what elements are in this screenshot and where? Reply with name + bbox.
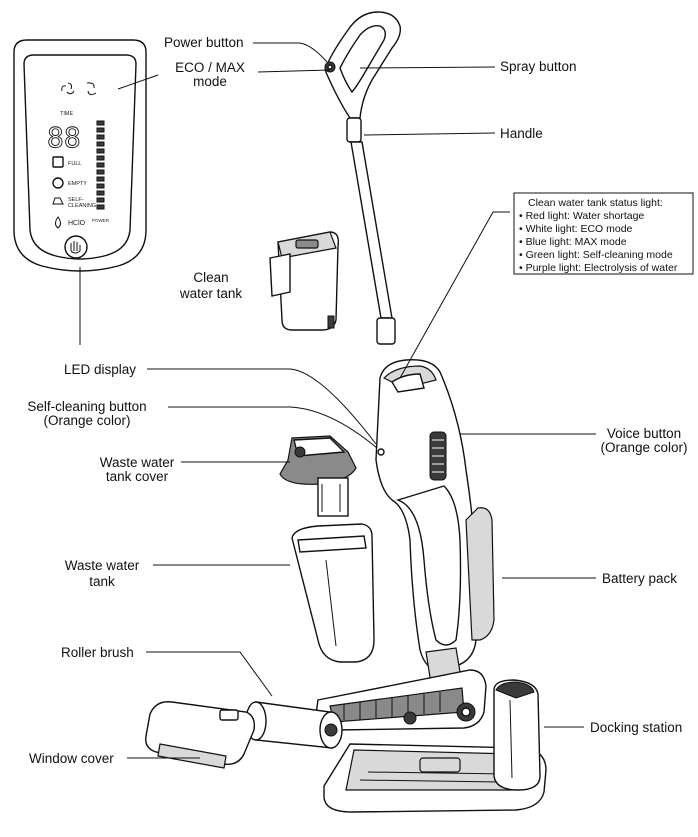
time-label: TIME <box>60 111 73 117</box>
clean-water-tank-part <box>269 231 340 331</box>
power-level-bars <box>96 120 105 210</box>
main-body-part <box>375 359 495 671</box>
waste-tank-part <box>291 523 375 663</box>
label-roller-brush: Roller brush <box>61 645 134 660</box>
label-voice-2: (Orange color) <box>600 440 687 455</box>
status-item-purple: • Purple light: Electrolysis of water <box>519 262 678 274</box>
label-clean-tank-2: water tank <box>179 286 243 301</box>
status-light-box: Clean water tank status light: • Red lig… <box>513 192 694 275</box>
label-waste-tank-1: Waste water <box>65 558 140 573</box>
status-box-title: Clean water tank status light: <box>528 197 663 209</box>
label-waste-cover-2: tank cover <box>106 469 169 484</box>
hand-icon <box>70 241 81 254</box>
label-voice-1: Voice button <box>607 426 681 441</box>
status-item-blue: • Blue light: MAX mode <box>519 236 627 248</box>
window-cover-part <box>145 701 256 769</box>
label-power-button: Power button <box>164 35 244 50</box>
label-waste-tank-2: tank <box>89 574 115 589</box>
water-drop-icon <box>55 216 61 229</box>
self-cleaning-button[interactable] <box>377 448 385 456</box>
waste-tank-cover-part <box>279 435 357 517</box>
hclo-label: HClO <box>68 220 86 227</box>
label-eco-max-2: mode <box>193 74 227 89</box>
label-window-cover: Window cover <box>29 751 114 766</box>
self-cleaning-icon <box>52 197 64 205</box>
label-handle: Handle <box>500 126 543 141</box>
empty-icon <box>52 177 64 189</box>
label-self-clean-1: Self-cleaning button <box>27 399 146 414</box>
label-battery-pack: Battery pack <box>602 571 677 586</box>
empty-label: EMPTY <box>68 181 87 187</box>
floor-head-part <box>315 647 487 731</box>
full-label: FULL <box>68 161 81 167</box>
handle-part <box>324 11 402 345</box>
fan-eco-icon <box>61 82 75 95</box>
label-clean-tank-1: Clean <box>193 270 228 285</box>
docking-station-part <box>323 679 547 813</box>
self-clean-label-1: SELF- <box>68 197 84 203</box>
label-self-clean-2: (Orange color) <box>43 413 130 428</box>
status-item-white: • White light: ECO mode <box>519 223 633 235</box>
label-waste-cover-1: Waste water <box>100 455 175 470</box>
label-spray-button: Spray button <box>500 59 577 74</box>
status-item-red: • Red light: Water shortage <box>519 210 644 222</box>
status-item-green: • Green light: Self-cleaning mode <box>519 249 673 261</box>
self-cleaning-touch-button[interactable] <box>64 235 88 259</box>
label-eco-max-1: ECO / MAX <box>175 60 245 75</box>
roller-brush-part <box>245 701 343 749</box>
battery-pack-part <box>465 507 495 641</box>
leader-lines <box>79 42 596 759</box>
fan-max-icon <box>86 82 97 96</box>
self-clean-label-2: CLEANING <box>68 203 96 209</box>
time-digits: 88 <box>47 121 81 154</box>
label-led-display: LED display <box>64 362 136 377</box>
callout-labels: Power button ECO / MAX mode Spray button… <box>27 35 687 766</box>
power-label: POWER <box>92 218 110 223</box>
label-docking-station: Docking station <box>590 720 682 735</box>
full-icon <box>52 156 64 168</box>
led-display-panel: TIME 88 FULL EMPTY SELF- CLEANING HClO P… <box>13 39 147 272</box>
